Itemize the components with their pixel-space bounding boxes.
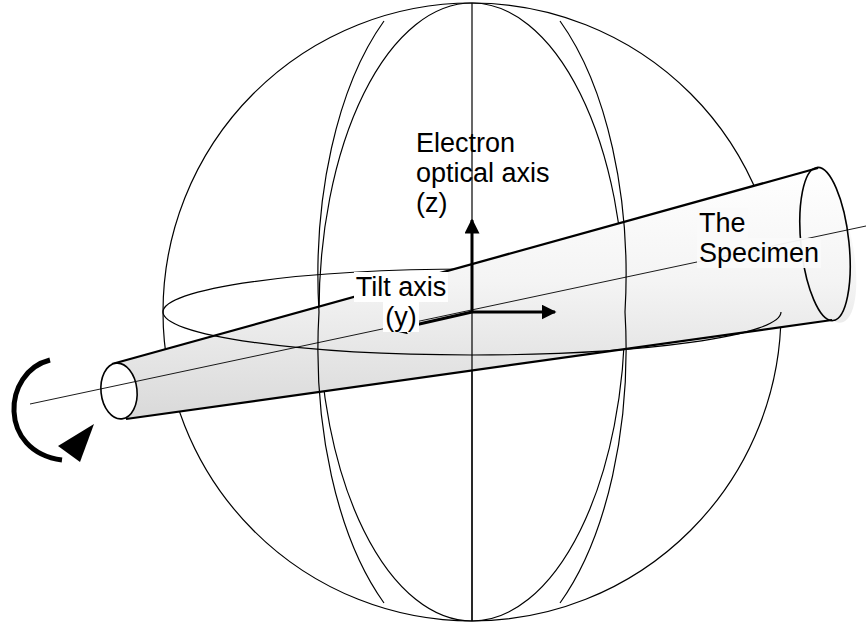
meridian-ellipse [318, 21, 384, 603]
specimen-cone [112, 168, 856, 419]
label-text: Tilt axis (y) [354, 272, 449, 332]
z-axis-arrow [471, 220, 474, 312]
rotation-arrow [14, 360, 62, 460]
axis-label: Tilt axis (y) [342, 272, 460, 332]
label-text: Electron optical axis (z) [414, 128, 552, 218]
label-text: The Specimen [697, 208, 821, 268]
meridian-line [471, 300, 472, 621]
specimen-edge [126, 320, 832, 419]
specimen-end [98, 361, 140, 420]
axis-label: The Specimen [697, 208, 847, 268]
x-axis-arrow [472, 311, 555, 314]
meridian-ellipse [560, 21, 626, 603]
axis-label: Electron optical axis (z) [414, 128, 574, 219]
rotation-arrowhead [58, 424, 94, 462]
